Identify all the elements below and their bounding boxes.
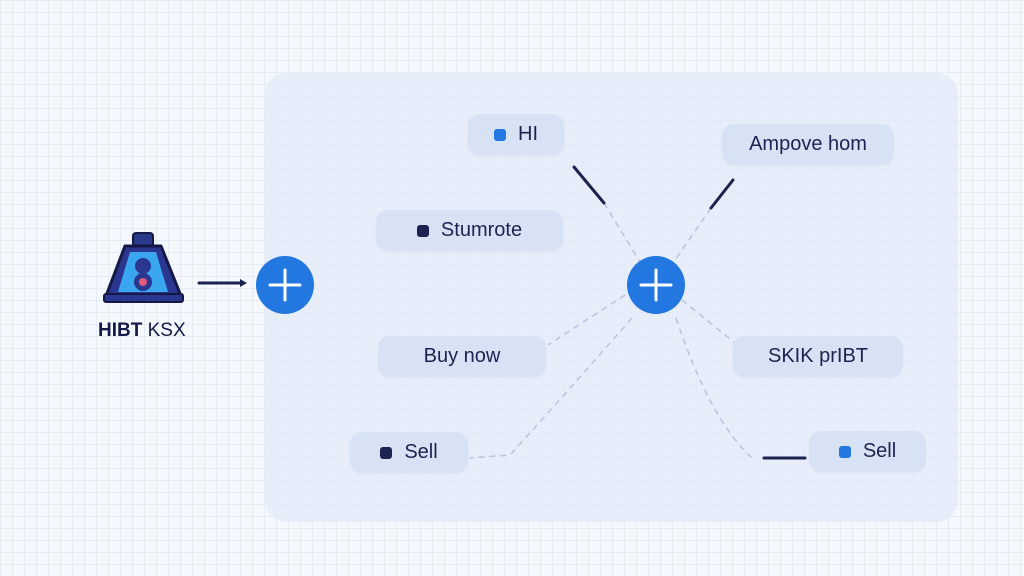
arrow-head-icon <box>240 279 247 287</box>
node-skik[interactable]: SKIK prIBT <box>733 336 903 377</box>
dashed-connector <box>674 207 712 261</box>
solid-connector <box>572 165 606 205</box>
hibt-logo-icon <box>103 232 184 303</box>
node-stumrote[interactable]: Stumrote <box>376 210 563 251</box>
square-icon <box>494 128 506 141</box>
node-sell-left[interactable]: Sell <box>350 432 468 473</box>
solid-connector <box>709 178 735 210</box>
dashed-connector <box>603 202 641 263</box>
node-hi[interactable]: HI <box>468 114 564 155</box>
dashed-connector <box>469 317 633 459</box>
square-icon <box>416 224 429 237</box>
dashed-connector <box>675 317 753 459</box>
logo-label: HIBT KSX <box>98 320 186 341</box>
node-ampove[interactable]: Ampove hom <box>722 124 894 165</box>
add-node-button-center[interactable] <box>627 256 685 314</box>
square-icon <box>380 446 393 459</box>
dashed-connector <box>547 294 626 346</box>
plus-icon <box>639 268 673 302</box>
add-node-button[interactable] <box>256 256 314 314</box>
plus-icon <box>268 268 302 302</box>
dashed-connector <box>681 299 736 344</box>
node-buy-now[interactable]: Buy now <box>378 336 546 377</box>
square-icon <box>838 445 851 458</box>
node-sell-right[interactable]: Sell <box>809 431 926 472</box>
